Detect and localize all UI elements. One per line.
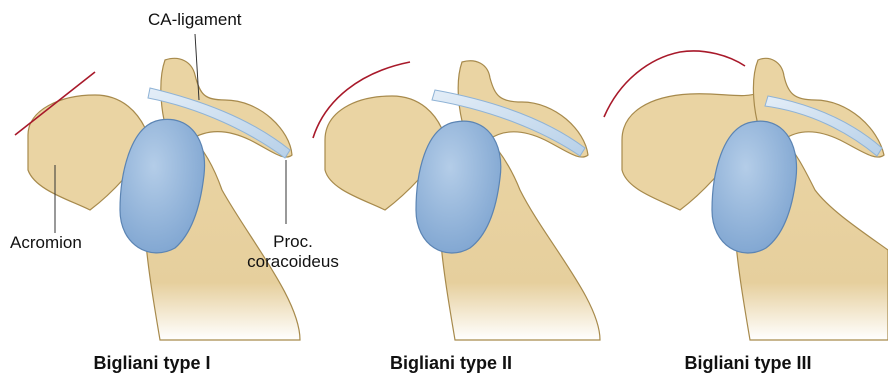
acromion-label: Acromion <box>10 233 82 253</box>
ca-ligament-label: CA-ligament <box>148 10 242 30</box>
caption-type-2: Bigliani type II <box>341 353 561 374</box>
panel-type-2 <box>313 61 600 340</box>
coracoid-label: Proc. coracoideus <box>238 232 348 272</box>
panel-type-1 <box>15 34 300 340</box>
coracoid-label-line2: coracoideus <box>238 252 348 272</box>
panel-type-3 <box>604 51 888 340</box>
coracoid-label-line1: Proc. <box>238 232 348 252</box>
caption-type-1: Bigliani type I <box>42 353 262 374</box>
caption-type-3: Bigliani type III <box>638 353 858 374</box>
